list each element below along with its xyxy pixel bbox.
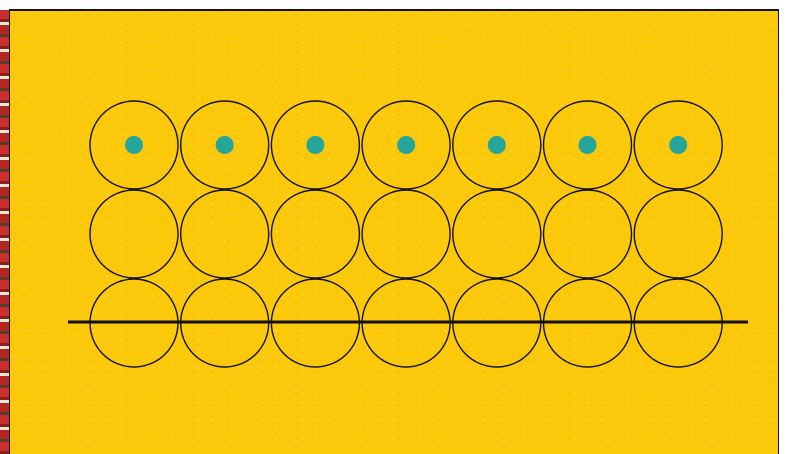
board-slot-r2-c1[interactable]	[90, 190, 178, 278]
game-piece-marker[interactable]	[306, 136, 324, 154]
game-piece-marker[interactable]	[488, 136, 506, 154]
game-piece-marker[interactable]	[397, 136, 415, 154]
board-slot-r2-c2[interactable]	[181, 190, 269, 278]
board-slot-r2-c4[interactable]	[362, 190, 450, 278]
board-slot-r2-c5[interactable]	[453, 190, 541, 278]
board-slot-r2-c7[interactable]	[634, 190, 722, 278]
game-piece-marker[interactable]	[579, 136, 597, 154]
game-piece-marker[interactable]	[216, 136, 234, 154]
game-piece-marker[interactable]	[125, 136, 143, 154]
board-slot-r2-c6[interactable]	[544, 190, 632, 278]
board-slot-r2-c3[interactable]	[271, 190, 359, 278]
game-piece-marker[interactable]	[669, 136, 687, 154]
